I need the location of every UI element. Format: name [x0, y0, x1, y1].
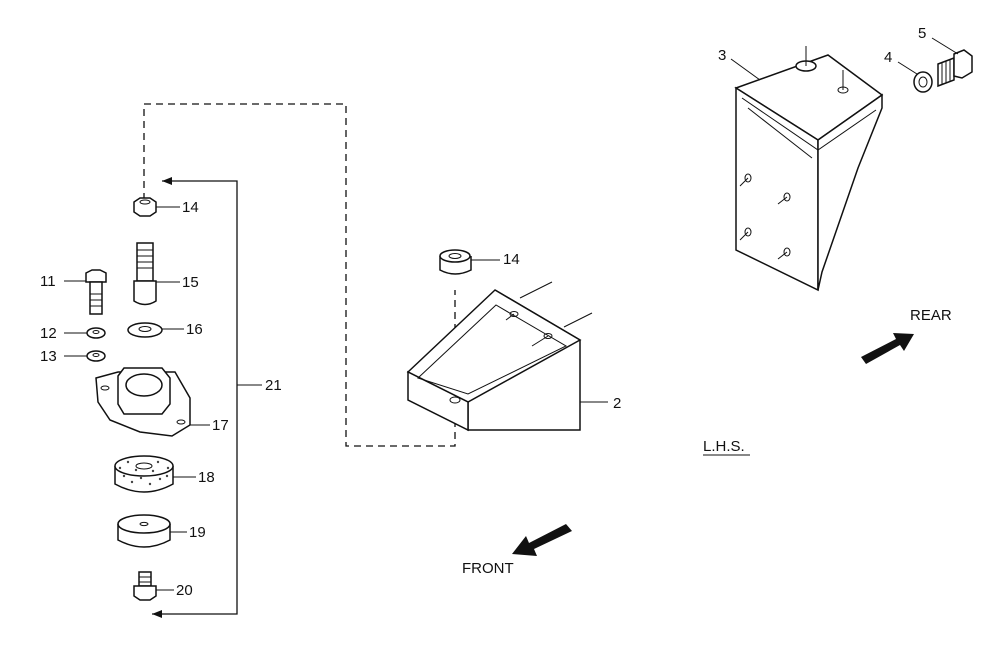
- rear-arrow-icon: [861, 333, 914, 364]
- side-label: L.H.S.: [703, 438, 745, 455]
- part-19-plate: [117, 514, 187, 548]
- part-12-washer: [64, 327, 106, 339]
- part-11-bolt: [64, 269, 107, 315]
- callout-17: 17: [212, 417, 229, 434]
- callout-19: 19: [189, 524, 206, 541]
- callout-14-stack: 14: [182, 199, 199, 216]
- callout-2: 2: [613, 395, 621, 412]
- part-18-rubber-block: [114, 455, 196, 493]
- part-14-nut-stack: [133, 197, 180, 217]
- part-14-nut-bracket: [439, 249, 500, 275]
- part-21-bracket-line: [152, 177, 262, 618]
- callout-14-bracket: 14: [503, 251, 520, 268]
- rear-label: REAR: [910, 307, 952, 324]
- part-20-screw: [133, 571, 174, 601]
- part-5-bolt: [931, 37, 973, 88]
- callout-3: 3: [718, 47, 726, 64]
- callout-4: 4: [884, 49, 892, 66]
- front-arrow-icon: [512, 524, 572, 556]
- callout-15: 15: [182, 274, 199, 291]
- callout-16: 16: [186, 321, 203, 338]
- part-16-washer: [127, 322, 184, 338]
- callout-13: 13: [40, 348, 57, 365]
- callout-18: 18: [198, 469, 215, 486]
- part-3-frame-bracket: [730, 46, 884, 292]
- callout-11: 11: [40, 273, 56, 290]
- callout-5: 5: [918, 25, 926, 42]
- part-2-chassis-bracket: [406, 281, 608, 432]
- part-4-washer: [897, 61, 933, 93]
- front-label: FRONT: [462, 560, 514, 577]
- callout-20: 20: [176, 582, 193, 599]
- part-15-stud: [133, 242, 180, 306]
- callout-12: 12: [40, 325, 57, 342]
- part-17-mount-flange: [95, 367, 210, 437]
- callout-21: 21: [265, 377, 282, 394]
- part-13-washer: [64, 350, 106, 362]
